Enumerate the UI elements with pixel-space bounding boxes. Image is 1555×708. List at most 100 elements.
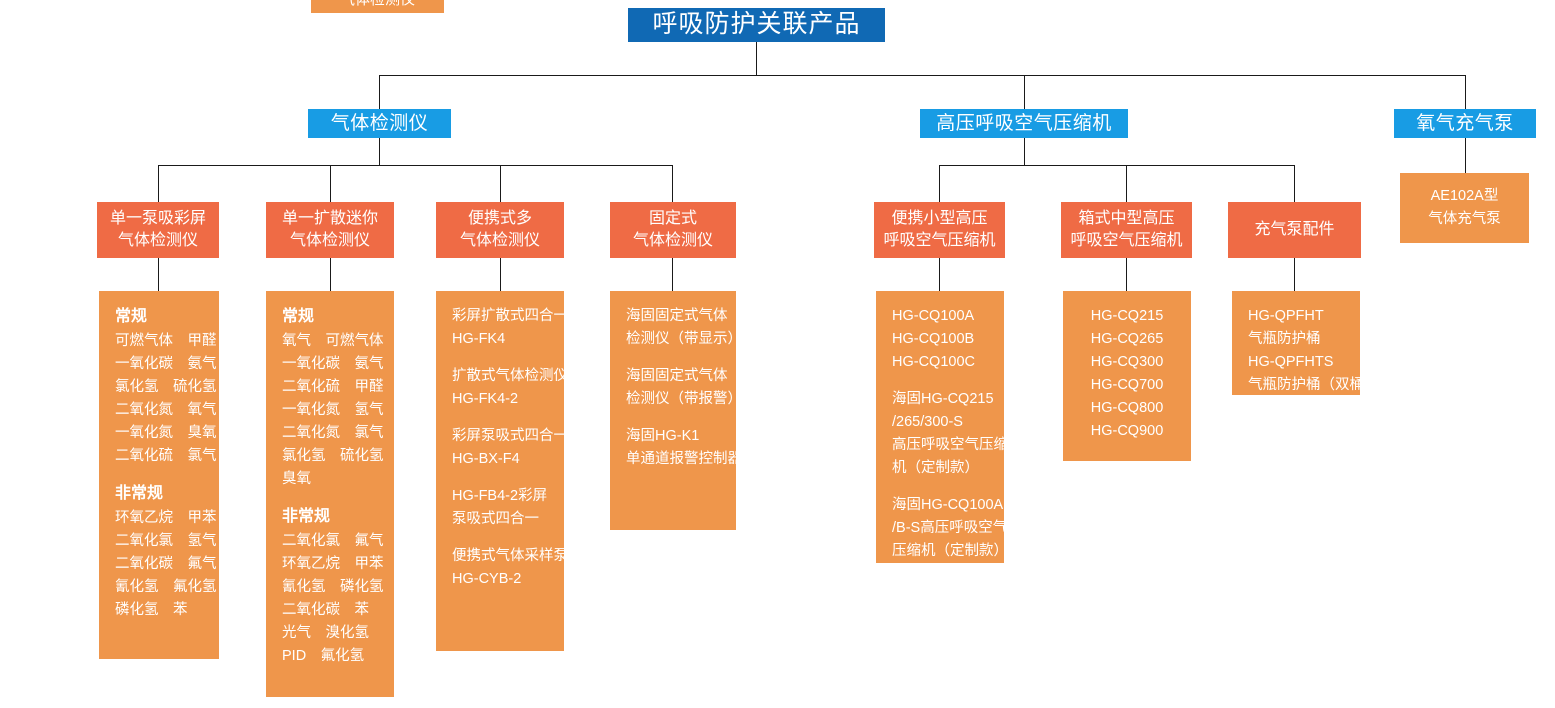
leaf-row: HG-CYB-2 [452,571,522,587]
level3-label-line-2: 呼吸空气压缩机 [883,232,996,249]
leaf-group: HG-QPFHT 气瓶防护桶 HG-QPFHTS 气瓶防护桶（双桶） [1248,305,1379,397]
leaf-row: HG-FK4 [452,331,506,347]
leaf-row: HG-CQ265 [1090,331,1164,347]
leaf-group-heading: 常规 [115,308,148,325]
leaf-row: 氰化氢 氟化氢 [115,579,217,595]
leaf-row: 光气 溴化氢 [282,625,369,641]
connector-leaf-portable-small-hp [939,258,940,291]
leaf-row: 磷化氢 苯 [115,602,188,618]
level3-node-fixed-type[interactable]: 固定式 气体检测仪 [610,202,736,258]
connector-drop-fixed-type [672,165,673,202]
connector-leaf-single-pump [158,258,159,291]
leaf-single-diffusion-mini[interactable]: 常规 氧气 可燃气体 一氧化碳 氨气 二氧化硫 甲醛 一氧化氮 氢气 二氧化氮 … [266,291,394,697]
leaf-row: PID 氟化氢 [282,648,365,664]
leaf-row: HG-CQ900 [1090,423,1164,439]
leaf-group: 海固固定式气体 检测仪（带报警） [626,365,742,411]
leaf-row: 二氧化氮 氧气 [115,402,217,418]
leaf-row: 环氧乙烷 甲苯 [115,510,217,526]
leaf-spacer [892,374,990,388]
leaf-row: 二氧化氯 氟气 [282,533,384,549]
leaf-spacer [892,480,990,494]
leaf-portable-small-hp[interactable]: HG-CQ100A HG-CQ100B HG-CQ100C 海固HG-CQ215… [876,291,1008,563]
leaf-spacer [115,468,205,482]
leaf-row: 环氧乙烷 甲苯 [282,556,384,572]
leaf-group: 海固HG-K1 单通道报警控制器 [626,425,742,471]
level3-label-line-2: 气体检测仪 [117,232,198,249]
level3-label-line-2: 呼吸空气压缩机 [1070,232,1183,249]
leaf-row: 一氧化氮 氢气 [282,402,384,418]
leaf-row: HG-CQ800 [1090,400,1164,416]
level2-label-oxygen-pump: 氧气充气泵 [1416,112,1514,134]
leaf-oxygen-pump-model[interactable]: AE102A型 气体充气泵 [1400,173,1529,243]
leaf-row: 检测仪（带报警） [626,391,742,407]
connector-drop-pump-accessories [1294,165,1295,202]
level3-node-single-diffusion-mini[interactable]: 单一扩散迷你 气体检测仪 [266,202,394,258]
connector-drop-compressor [1024,75,1025,109]
level2-label-hp-air-compressor: 高压呼吸空气压缩机 [936,112,1112,134]
connector-drop-gas-detector [379,75,380,109]
leaf-group: 彩屏泵吸式四合一 HG-BX-F4 [452,425,568,471]
leaf-row: HG-CQ100B [892,331,975,347]
leaf-row: 氯化氢 硫化氢 [115,379,217,395]
connector-leaf-box-medium-hp [1126,258,1127,291]
connector-drop-box-medium-hp [1126,165,1127,202]
leaf-spacer [452,351,550,365]
level3-label-line-1: 便携式多 [467,210,532,228]
leaf-row: 氧气 可燃气体 [282,333,384,349]
leaf-group: 便携式气体采样泵 HG-CYB-2 [452,545,568,591]
root-node[interactable]: 呼吸防护关联产品 [628,8,885,42]
leaf-row: HG-CQ215 [1090,308,1164,324]
leaf-row: 海固固定式气体 [626,368,728,384]
leaf-row: 气体充气泵 [1428,211,1501,227]
level2-node-hp-air-compressor[interactable]: 高压呼吸空气压缩机 [920,109,1128,138]
leaf-row: 二氧化硫 氯气 [115,448,217,464]
leaf-row: 检测仪（带显示） [626,331,742,347]
level3-label-line-1: 便携小型高压 [891,210,988,228]
leaf-row: HG-CQ300 [1090,354,1164,370]
clipped-top-box-label: 气体检测仪 [311,0,444,13]
leaf-spacer [626,411,722,425]
leaf-row: 机（定制款） [892,460,979,476]
connector-drop-single-diffusion [330,165,331,202]
leaf-group: 扩散式气体检测仪 HG-FK4-2 [452,365,568,411]
level3-label-line-1: 箱式中型高压 [1078,210,1175,228]
connector-oxygen-pump-stem [1465,138,1466,173]
level3-label-line-1: 单一扩散迷你 [281,210,378,228]
leaf-row: /B-S高压呼吸空气 [892,520,1008,536]
leaf-row: 压缩机（定制款） [892,543,1008,559]
leaf-portable-multi[interactable]: 彩屏扩散式四合一 HG-FK4 扩散式气体检测仪 HG-FK4-2 彩屏泵吸式四… [436,291,568,651]
level3-node-pump-accessories[interactable]: 充气泵配件 [1228,202,1361,258]
leaf-row: /265/300-S [892,414,963,430]
leaf-row: 彩屏泵吸式四合一 [452,428,568,444]
leaf-row: HG-CQ700 [1090,377,1164,393]
leaf-single-pump-color-screen[interactable]: 常规 可燃气体 甲醛 一氧化碳 氨气 氯化氢 硫化氢 二氧化氮 氧气 一氧化氮 … [99,291,219,659]
leaf-spacer [452,471,550,485]
leaf-spacer [282,491,380,505]
leaf-group: 海固固定式气体 检测仪（带显示） [626,305,742,351]
leaf-row: 一氧化碳 氨气 [115,356,217,372]
leaf-row: 单通道报警控制器 [626,451,742,467]
leaf-fixed-type[interactable]: 海固固定式气体 检测仪（带显示） 海固固定式气体 检测仪（带报警） 海固HG-K… [610,291,742,530]
leaf-spacer [452,411,550,425]
level3-node-portable-small-hp[interactable]: 便携小型高压 呼吸空气压缩机 [874,202,1005,258]
leaf-group: HG-CQ100A HG-CQ100B HG-CQ100C [892,305,990,374]
leaf-row: 二氧化硫 甲醛 [282,379,384,395]
leaf-pump-accessories[interactable]: HG-QPFHT 气瓶防护桶 HG-QPFHTS 气瓶防护桶（双桶） [1232,291,1379,397]
leaf-row: 便携式气体采样泵 [452,548,568,564]
level3-node-single-pump-color-screen[interactable]: 单一泵吸彩屏 气体检测仪 [97,202,219,258]
leaf-row: HG-CQ100C [892,354,975,370]
connector-gas-detector-bus [158,165,673,166]
connector-drop-oxygen-pump [1465,75,1466,109]
leaf-box-medium-hp[interactable]: HG-CQ215 HG-CQ265 HG-CQ300 HG-CQ700 HG-C… [1063,291,1191,461]
level3-label-line-2: 气体检测仪 [289,232,370,249]
leaf-group: 非常规 环氧乙烷 甲苯 二氧化氯 氢气 二氧化碳 氟气 氰化氢 氟化氢 磷化氢 … [115,482,217,622]
connector-compressor-bus [939,165,1295,166]
leaf-row: HG-BX-F4 [452,451,520,467]
level3-node-portable-multi[interactable]: 便携式多 气体检测仪 [436,202,564,258]
level3-node-box-medium-hp[interactable]: 箱式中型高压 呼吸空气压缩机 [1061,202,1192,258]
level2-node-oxygen-pump[interactable]: 氧气充气泵 [1394,109,1536,138]
level2-node-gas-detector[interactable]: 气体检测仪 [308,109,451,138]
leaf-row: 二氧化氯 氢气 [115,533,217,549]
leaf-row: 海固固定式气体 [626,308,728,324]
leaf-row: 气瓶防护桶（双桶） [1248,377,1379,393]
